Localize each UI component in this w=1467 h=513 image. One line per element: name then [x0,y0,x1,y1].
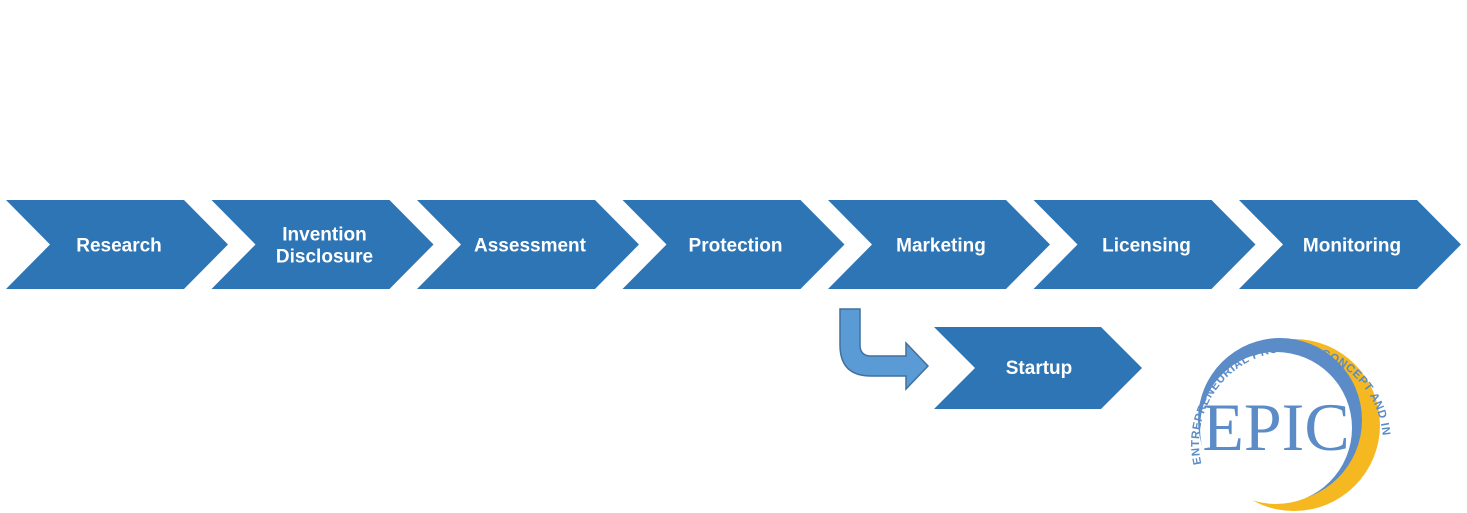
step-label: Protection [689,236,783,257]
process-step: Research [6,200,228,289]
startup-label: Startup [1006,358,1073,379]
step-label: Invention [282,225,366,246]
process-step: Marketing [828,200,1050,289]
logo-wordmark: EPIC [1202,389,1349,465]
step-chevron [417,200,639,289]
startup-chevron [934,327,1142,409]
branch-bend-arrow [839,308,930,391]
process-step: Assessment [417,200,639,289]
logo-white-center [1200,352,1352,504]
step-chevron [622,200,845,289]
process-step: Monitoring [1239,200,1461,289]
step-label: Assessment [474,236,587,257]
step-label: Research [76,236,162,257]
startup-step: Startup [934,327,1142,409]
step-chevron [6,200,228,289]
step-label: Disclosure [276,247,373,268]
step-label: Marketing [896,236,986,257]
process-step: Protection [622,200,845,289]
step-chevron [211,200,434,289]
process-step: Licensing [1033,200,1256,289]
step-chevron [828,200,1050,289]
step-chevron [1033,200,1256,289]
step-chevron [1239,200,1461,289]
step-label: Licensing [1102,236,1191,257]
step-label: Monitoring [1303,236,1401,257]
